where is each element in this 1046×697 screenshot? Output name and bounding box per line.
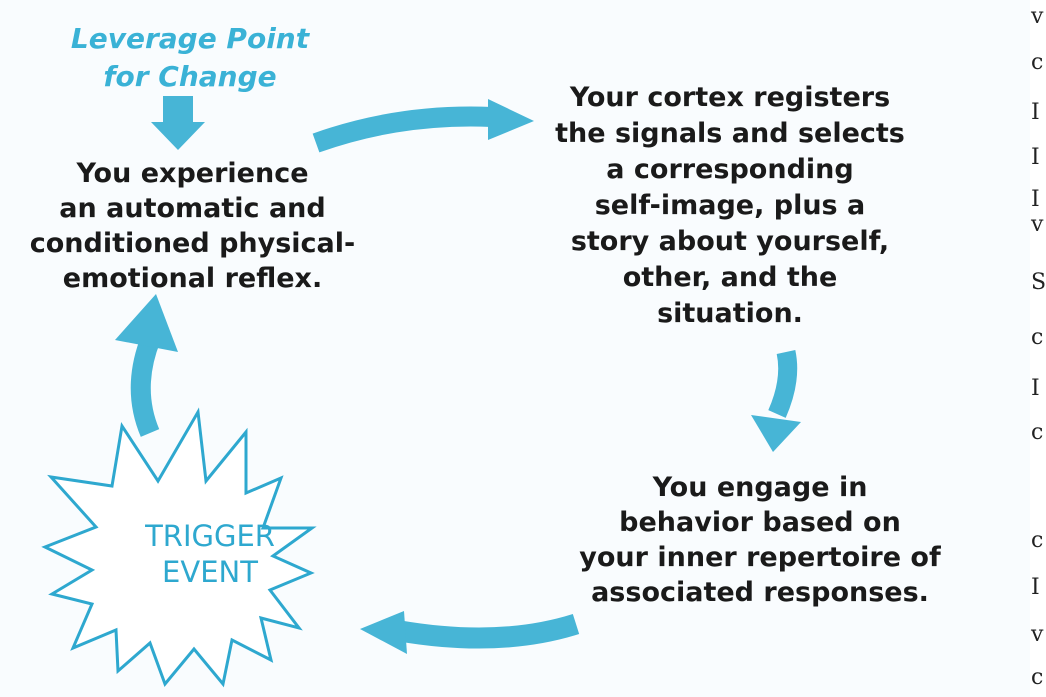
leverage-arrow bbox=[151, 96, 205, 150]
edge-fragment: c bbox=[1031, 325, 1044, 350]
cortex-text: Your cortex registers the signals and se… bbox=[555, 82, 905, 329]
edge-fragment: c bbox=[1031, 50, 1044, 75]
edge-fragment: v bbox=[1031, 212, 1044, 237]
edge-fragment: c bbox=[1031, 420, 1044, 445]
experience-text: You experience an automatic and conditio… bbox=[29, 158, 356, 294]
edge-fragment: I bbox=[1031, 145, 1040, 170]
cropped-page-text: v c I I I v S c I c c I v c bbox=[1030, 0, 1046, 697]
edge-fragment: I bbox=[1031, 100, 1040, 125]
arrow-to-trigger bbox=[360, 611, 580, 654]
edge-fragment: c bbox=[1031, 665, 1044, 690]
arrow-to-experience bbox=[115, 294, 178, 437]
edge-fragment: v bbox=[1031, 622, 1044, 647]
arrow-to-behavior bbox=[751, 350, 801, 452]
edge-fragment: v bbox=[1031, 4, 1044, 29]
edge-fragment: I bbox=[1031, 187, 1040, 212]
edge-fragment: I bbox=[1031, 376, 1040, 401]
trigger-event-label: TRIGGER EVENT bbox=[145, 519, 275, 589]
trigger-starburst bbox=[41, 407, 317, 688]
edge-fragment: I bbox=[1031, 575, 1040, 600]
edge-fragment: c bbox=[1031, 528, 1044, 553]
behavior-text: You engage in behavior based on your inn… bbox=[579, 472, 941, 608]
leverage-point-label: Leverage Point for Change bbox=[70, 22, 310, 93]
edge-fragment: S bbox=[1031, 270, 1046, 295]
arrow-to-cortex bbox=[312, 99, 534, 153]
